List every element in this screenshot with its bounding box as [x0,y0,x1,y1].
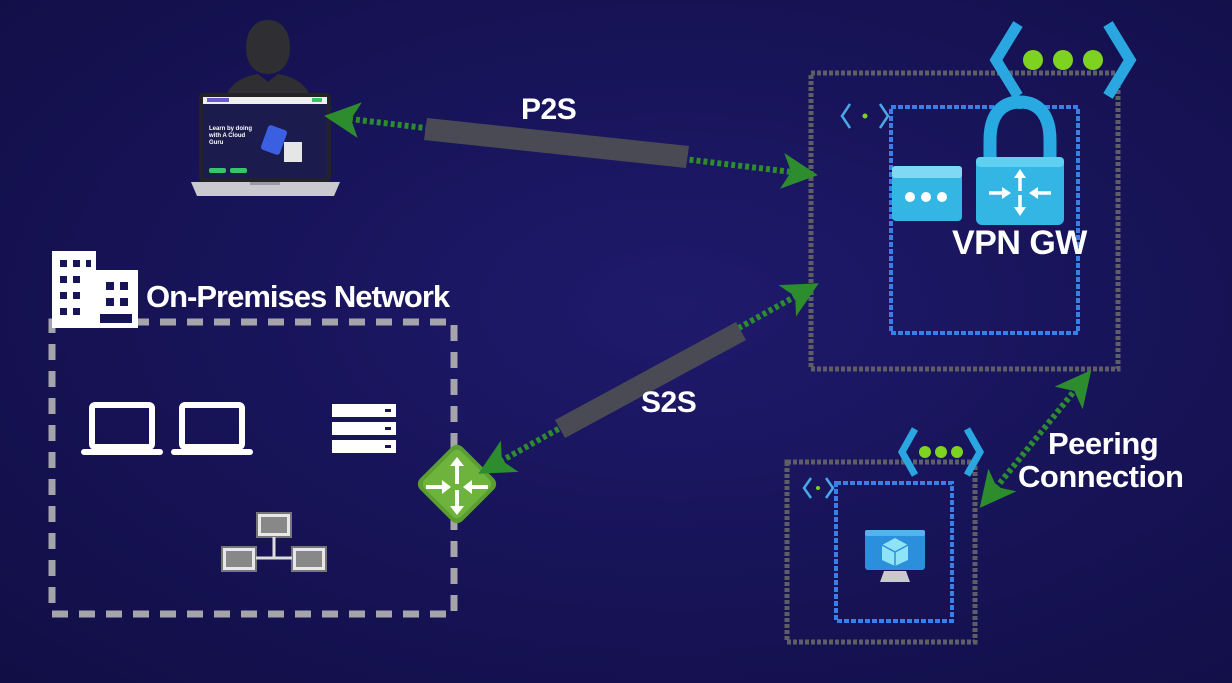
laptop-screen-text: Learn by doing with A Cloud Guru [209,126,252,147]
spoke-vnet-boundary [784,459,978,645]
hub-vnet-boundary [808,70,1121,372]
peering-label-line1: Peering [1048,426,1159,461]
virtual-machine-icon [865,530,925,582]
on-prem-laptop-icon [81,402,163,455]
spoke-vnet-icon [897,427,985,477]
small-vnet-icon [802,477,835,499]
server-rack-icon [332,404,396,453]
gateway-subnet [889,105,1080,335]
p2s-connection [324,102,818,189]
vpn-gateway-lock-icon [976,95,1064,225]
s2s-label: S2S [641,386,697,419]
laptop-icon [191,93,340,196]
p2s-label: P2S [521,93,577,126]
on-premises-network [48,251,458,618]
laptop-headline-2: with A Cloud [209,133,246,139]
s2s-tunnel [555,322,746,438]
peering-connection [979,370,1092,508]
vpn-gateway-card-icon [892,166,962,221]
laptop-headline-1: Learn by doing [209,126,253,132]
on-premises-label: On-Premises Network [146,279,450,314]
laptop-headline-3: Guru [209,140,224,146]
user-icon [224,20,312,104]
on-prem-laptop-icon [171,402,253,455]
building-icon [52,251,138,328]
network-topology-icon [221,512,327,572]
router-icon [417,444,497,524]
s2s-connection [478,283,819,474]
p2s-tunnel [424,118,689,168]
vnet-icon [989,21,1137,99]
hub-vnet [808,70,1121,372]
spoke-vnet [784,459,978,645]
small-vnet-icon [840,103,890,129]
vpn-gateway-label: VPN GW [952,224,1087,262]
peering-label-line2: Connection [1018,459,1184,494]
spoke-subnet [834,481,954,623]
